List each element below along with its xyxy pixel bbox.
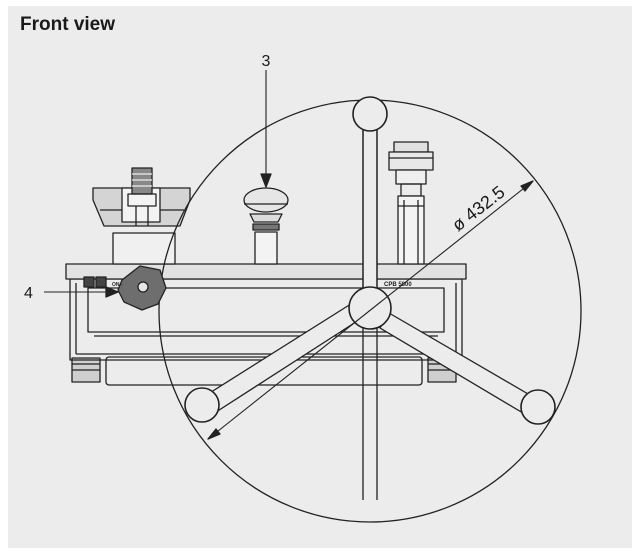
spoke-knob-top (352, 96, 388, 132)
dimension-line (207, 180, 534, 440)
spoke-knob-left (184, 387, 220, 423)
callout-4-label: 4 (24, 285, 33, 302)
callout-4-arrow (105, 286, 119, 298)
center-knob (243, 187, 289, 265)
dimension-arrow-top (520, 180, 534, 192)
callout-3-arrow (260, 173, 272, 188)
plate-right-text: CPB 5800 (384, 282, 412, 288)
callout-3-label: 3 (262, 53, 271, 70)
dimension-label: ø 432.5 (448, 182, 508, 235)
left-valve-assembly (92, 167, 191, 265)
name-plates (83, 276, 107, 288)
spoke-knob-right (520, 389, 556, 425)
star-knob (117, 265, 167, 311)
plate-left-text: ON - (112, 282, 123, 288)
weight-column (388, 141, 434, 265)
page-title: Front view (20, 14, 116, 35)
dimension-arrow-bottom (207, 428, 221, 440)
